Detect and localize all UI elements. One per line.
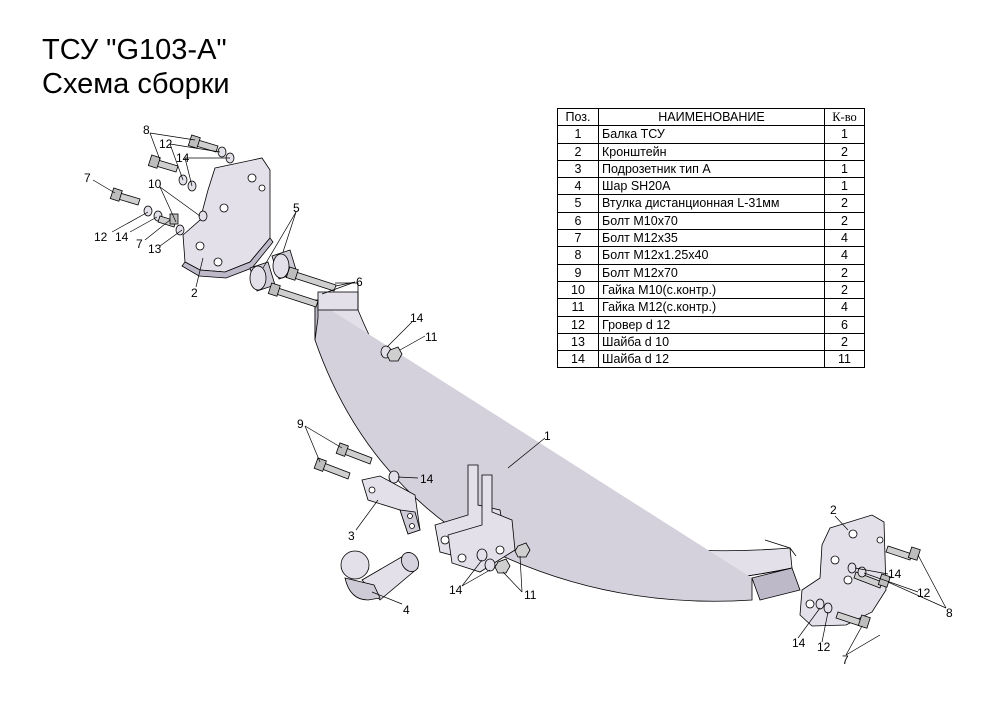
left-bracket: [181, 157, 274, 279]
cell-pos: 2: [557, 142, 599, 161]
callout-left-12b: 12: [94, 230, 108, 244]
cell-qty: 6: [824, 315, 865, 334]
cell-name: Кронштейн: [598, 142, 825, 161]
callout-plates-11: 11: [524, 588, 537, 602]
cell-qty: 11: [824, 350, 865, 369]
callout-right-8: 8: [946, 606, 953, 620]
callout-left-13: 13: [148, 242, 162, 256]
cell-qty: 4: [824, 298, 865, 317]
callout-right-14b: 14: [792, 636, 806, 650]
callout-beam-1: 1: [544, 429, 551, 443]
page-title: ТСУ "G103-A": [42, 34, 227, 66]
mount-plate-fasteners: [476, 542, 531, 574]
cell-qty: 2: [824, 280, 865, 300]
cell-pos: 8: [557, 246, 599, 265]
header-qty: К-во: [824, 107, 865, 127]
callout-right-14a: 14: [888, 567, 902, 581]
cell-pos: 1: [557, 125, 599, 144]
callout-sleeves-5: 5: [293, 201, 300, 215]
tow-ball: [340, 550, 419, 601]
cell-name: Болт М12х70: [598, 263, 825, 282]
header-pos: Поз.: [557, 107, 599, 127]
callout-plates-14: 14: [449, 583, 463, 597]
cell-qty: 2: [824, 194, 865, 213]
cell-name: Болт М10х70: [598, 211, 825, 231]
left-bracket-fasteners: [109, 134, 235, 236]
callout-left-2: 2: [191, 286, 198, 300]
cell-pos: 9: [557, 263, 599, 282]
page-subtitle: Схема сборки: [42, 68, 230, 100]
callout-right-12b: 12: [817, 640, 831, 654]
callout-socket-9: 9: [297, 417, 304, 431]
cell-qty: 4: [824, 229, 865, 248]
callout-left-12: 12: [159, 137, 173, 151]
right-bracket: [799, 514, 887, 627]
cell-name: Втулка дистанционная L-31мм: [598, 194, 825, 213]
callout-right-2: 2: [830, 503, 837, 517]
callout-labels: 8 12 14 7 10 12 14 7 13 2 5 6 14 11 1 9 …: [84, 123, 953, 667]
cell-pos: 7: [557, 229, 599, 248]
callout-left-7a: 7: [84, 171, 91, 185]
bolts-m10x70: [267, 266, 337, 308]
cell-qty: 1: [824, 177, 865, 196]
bolts-m12x70: [313, 442, 400, 484]
callout-socket-14: 14: [420, 472, 434, 486]
callout-beamnut-11: 11: [425, 330, 438, 344]
right-bracket-fasteners: [815, 545, 921, 629]
callout-left-7b: 7: [136, 237, 143, 251]
cell-qty: 1: [824, 125, 865, 144]
callout-bolts-6: 6: [356, 275, 363, 289]
mount-plates: [434, 464, 516, 573]
beam-washer-nut: [380, 345, 403, 362]
leader-lines: [92, 132, 947, 656]
socket-plate: [361, 475, 421, 535]
callout-left-10: 10: [148, 177, 162, 191]
towbar-beam: [314, 282, 801, 602]
cell-pos: 5: [557, 194, 599, 213]
callout-beamnut-14: 14: [410, 311, 424, 325]
callout-left-14a: 14: [176, 151, 190, 165]
cell-pos: 11: [557, 298, 599, 317]
table-header-row: Поз. НАИМЕНОВАНИЕ К-во: [557, 107, 865, 127]
callout-socket-3: 3: [348, 529, 355, 543]
cell-qty: 4: [824, 246, 865, 265]
callout-right-7: 7: [842, 653, 849, 667]
cell-qty: 2: [824, 332, 865, 352]
cell-qty: 1: [824, 159, 865, 179]
cell-pos: 13: [557, 332, 599, 352]
cell-qty: 2: [824, 211, 865, 231]
callout-right-12a: 12: [917, 586, 931, 600]
cell-qty: 2: [824, 142, 865, 161]
cell-name: Гайка М10(с.контр.): [598, 280, 825, 300]
cell-name: Гайка М12(с.контр.): [598, 298, 825, 317]
callout-left-8: 8: [143, 123, 150, 137]
callout-ball-4: 4: [403, 603, 410, 617]
cell-qty: 2: [824, 263, 865, 282]
callout-left-14b: 14: [115, 230, 129, 244]
